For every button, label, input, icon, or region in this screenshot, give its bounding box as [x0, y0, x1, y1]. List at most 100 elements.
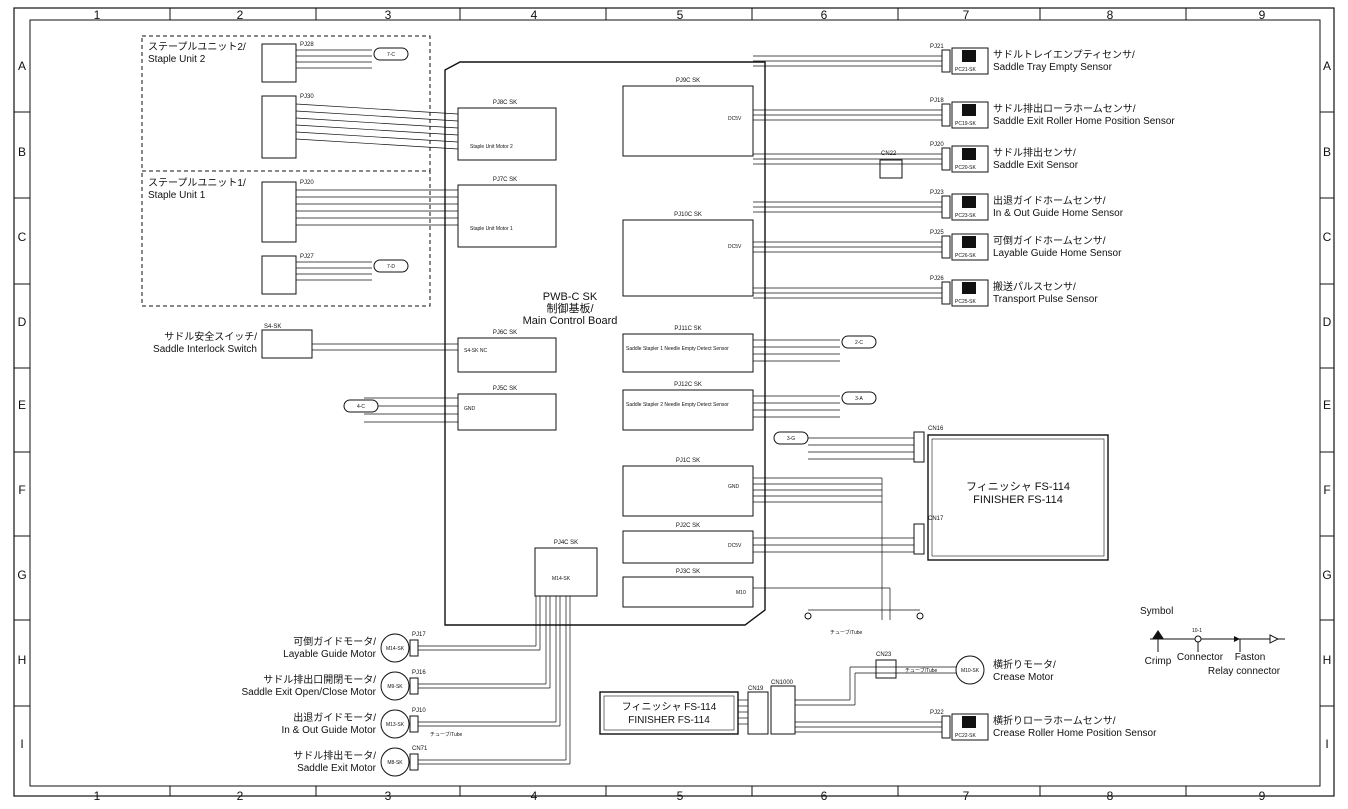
pj2c-label: PJ2C SK [676, 523, 700, 529]
relay-label: Relay connector [1208, 666, 1281, 677]
pj5c-label: PJ5C SK [493, 386, 517, 392]
cn16-label: CN16 [928, 426, 944, 432]
pj7c-label: PJ7C SK [493, 177, 517, 183]
motor-connector [409, 715, 419, 733]
motor-pj: PJ17 [412, 632, 426, 638]
tube-label-1: チューブ/Tube [830, 629, 863, 636]
motor-connector [409, 639, 419, 657]
cn22-relay-block [879, 159, 903, 179]
motor-en: Layable Guide Motor [283, 649, 377, 660]
grid-row-right-H: H [1323, 653, 1332, 667]
motor-connector [409, 753, 419, 771]
grid-col-bottom-9: 9 [1259, 789, 1266, 803]
staple-unit-2-upper-block [261, 43, 297, 83]
pj9c-label: PJ9C SK [676, 78, 700, 84]
sensor-en: In & Out Guide Home Sensor [993, 208, 1124, 219]
pj30-label: PJ30 [300, 94, 314, 100]
ground-symbol [804, 612, 812, 620]
pj27-label: PJ27 [300, 254, 314, 260]
sensor-icon [962, 50, 976, 62]
sensor-pj: PJ18 [930, 98, 944, 104]
pj11c-box [622, 333, 754, 373]
motor-ja: サドル排出モータ/ [293, 749, 376, 762]
motor-symbol [955, 655, 985, 685]
grid-col-bottom-4: 4 [531, 789, 538, 803]
pj1c-box [622, 465, 754, 517]
board-ja: 制御基板/ [546, 301, 594, 315]
sensor-ja: サドル排出ローラホームセンサ/ [993, 102, 1136, 115]
grid-row-left-E: E [18, 398, 26, 412]
sensor-connector [941, 281, 951, 305]
motor-symbol [380, 671, 410, 701]
cn17-block [913, 523, 925, 555]
sensor-connector [941, 49, 951, 73]
reference-label: 7-D [387, 264, 395, 270]
motor-en: In & Out Guide Motor [282, 725, 377, 736]
pj10c-desc: DC5V [728, 244, 742, 250]
motor-code: M13-SK [386, 722, 405, 728]
staple-unit-2-lower-wire [295, 131, 459, 143]
pj10c-box [622, 219, 754, 297]
grid-col-bottom-2: 2 [237, 789, 244, 803]
faston-label: Faston [1235, 652, 1266, 663]
cn16-block [913, 431, 925, 463]
motor-en: Crease Motor [993, 672, 1054, 683]
board-name: PWB-C SK [543, 291, 598, 303]
cn19-label: CN19 [748, 686, 764, 692]
pj3c-box [622, 576, 754, 608]
grid-row-right-D: D [1323, 315, 1332, 329]
sensor-pj: PJ25 [930, 230, 944, 236]
tube-label-3: チューブ/Tube [430, 731, 463, 738]
symbol-title: Symbol [1140, 606, 1173, 617]
grid-row-left-D: D [18, 315, 27, 329]
finisher-small-box [599, 691, 739, 735]
cn1000-block [770, 685, 796, 735]
reference-marker [373, 259, 409, 273]
sensor-pj: PJ20 [930, 142, 944, 148]
grid-row-right-A: A [1323, 59, 1331, 73]
staple-unit-2-lower-wire [295, 138, 459, 150]
sensor-code: PC23-SK [955, 213, 977, 219]
cn19-block [747, 691, 769, 735]
pj8c-label: PJ8C SK [493, 100, 517, 106]
staple-unit-2-lower-wire [295, 103, 459, 115]
sensor-code: PC22-SK [955, 733, 977, 739]
interlock-switch-symbol [261, 329, 313, 359]
motor-ja: 出退ガイドモータ/ [293, 711, 376, 724]
sensor-ja: サドル排出センサ/ [993, 146, 1076, 159]
grid-col-top-1: 1 [94, 8, 101, 22]
reference-marker [841, 335, 877, 349]
motor-code: M14-SK [386, 646, 405, 652]
pj3c-label: PJ3C SK [676, 569, 700, 575]
reference-marker [773, 431, 809, 445]
motor-ja: サドル排出口開閉モータ/ [263, 673, 376, 686]
grid-col-top-5: 5 [677, 8, 684, 22]
grid-row-left-B: B [18, 145, 26, 159]
switch-en: Saddle Interlock Switch [153, 344, 257, 355]
sensor-en: Saddle Exit Sensor [993, 160, 1079, 171]
sensor-icon [962, 196, 976, 208]
sensor-code: PC26-SK [955, 253, 977, 259]
pj3c-desc: M10 [736, 590, 746, 596]
motor-pj: PJ16 [412, 670, 426, 676]
pj11c-desc: Saddle Stapler 1 Needle Empty Detect Sen… [626, 346, 729, 352]
finisher-main-inner [931, 438, 1105, 557]
crimp-label: Crimp [1145, 656, 1172, 667]
staple-unit-1-en: Staple Unit 1 [148, 190, 206, 201]
pj28-label: PJ28 [300, 42, 314, 48]
grid-col-bottom-5: 5 [677, 789, 684, 803]
sensor-connector [941, 235, 951, 259]
finisher-small-inner [603, 695, 735, 731]
pj9c-desc: DC5V [728, 116, 742, 122]
staple-unit-wires [295, 49, 459, 281]
sensor-en: Saddle Exit Roller Home Position Sensor [993, 116, 1175, 127]
reference-marker [841, 391, 877, 405]
pj6c-desc: S4-SK NC [464, 348, 487, 354]
motor-pj: PJ10 [412, 708, 426, 714]
pj12c-label: PJ12C SK [674, 382, 702, 388]
inner-frame [29, 19, 1321, 787]
